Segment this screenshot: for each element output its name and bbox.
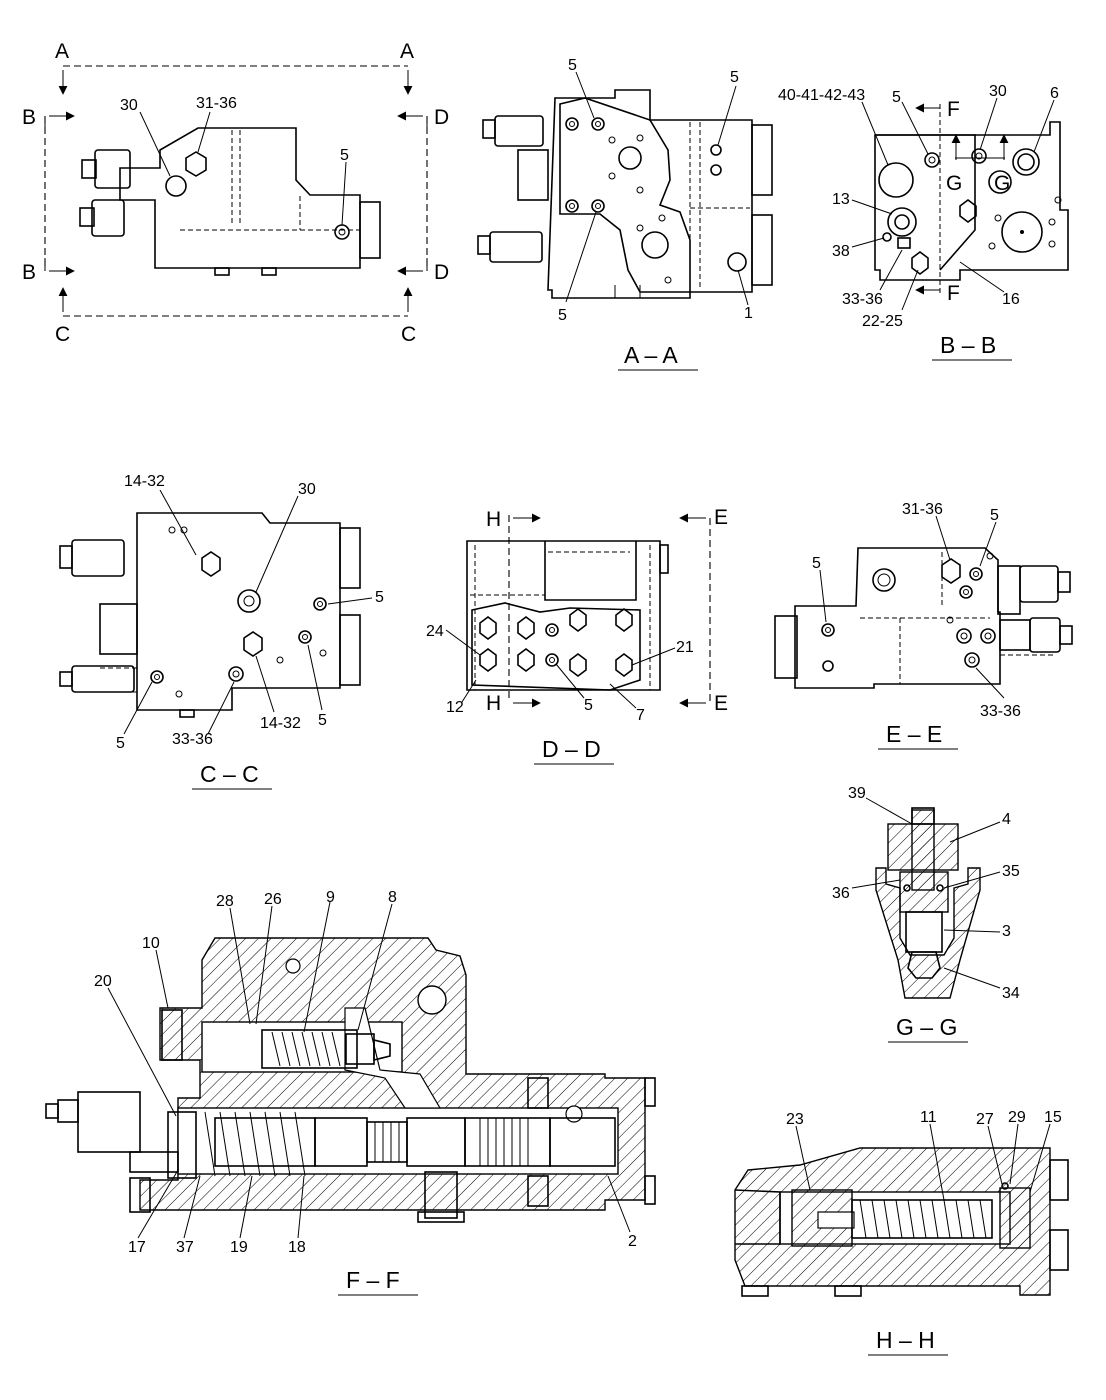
callout-5: 5 xyxy=(990,507,999,524)
callout-9: 9 xyxy=(326,889,335,906)
view-ee xyxy=(774,547,1073,689)
callout-31-36: 31-36 xyxy=(902,501,943,518)
callout-5: 5 xyxy=(318,712,327,729)
callout-12: 12 xyxy=(446,699,464,716)
callout-16: 16 xyxy=(1002,291,1020,308)
section-mark-f-top: F xyxy=(947,98,960,121)
section-mark-d-bottom: D xyxy=(434,261,449,284)
callout-4: 4 xyxy=(1002,811,1011,828)
section-mark-h-top: H xyxy=(486,508,501,531)
callout-30: 30 xyxy=(298,481,316,498)
section-mark-b-top: B xyxy=(22,106,36,129)
section-mark-g-right: G xyxy=(994,172,1010,195)
section-mark-e-top: E xyxy=(714,506,728,529)
callout-40-41-42-43: 40-41-42-43 xyxy=(778,87,865,104)
section-mark-h-bottom: H xyxy=(486,692,501,715)
callout-30: 30 xyxy=(120,97,138,114)
view-cc xyxy=(59,512,361,718)
view-ff-callouts: 10 28 26 9 8 20 17 37 19 18 2 F – F xyxy=(94,889,637,1296)
callout-5: 5 xyxy=(375,589,384,606)
view-title-hh: H – H xyxy=(876,1327,935,1353)
section-mark-b-bottom: B xyxy=(22,261,36,284)
callout-5: 5 xyxy=(730,69,739,86)
view-ff xyxy=(45,937,656,1223)
view-hh xyxy=(734,1147,1069,1297)
callout-5: 5 xyxy=(892,89,901,106)
callout-5: 5 xyxy=(558,307,567,324)
view-title-gg: G – G xyxy=(896,1014,957,1040)
callout-36: 36 xyxy=(832,885,850,902)
view-dd-labels: H H E E 24 12 5 7 21 D – D xyxy=(426,506,728,765)
callout-7: 7 xyxy=(636,707,645,724)
callout-5: 5 xyxy=(340,147,349,164)
overview-callouts: 30 31-36 5 xyxy=(120,95,349,226)
view-cc-callouts: 14-32 30 5 5 33-36 14-32 5 C – C xyxy=(116,473,384,790)
callout-1: 1 xyxy=(744,305,753,322)
callout-5: 5 xyxy=(812,555,821,572)
view-title-ff: F – F xyxy=(346,1267,400,1293)
callout-22-25: 22-25 xyxy=(862,313,903,330)
overview-view xyxy=(44,65,428,317)
callout-39: 39 xyxy=(848,785,866,802)
view-ee-callouts: 31-36 5 5 33-36 E – E xyxy=(812,501,1021,750)
callout-28: 28 xyxy=(216,893,234,910)
view-bb-labels: F F G G 40-41-42-43 5 30 6 13 38 33-36 2… xyxy=(778,83,1059,361)
view-gg-callouts: 39 4 36 35 3 34 G – G xyxy=(832,785,1020,1043)
callout-31-36: 31-36 xyxy=(196,95,237,112)
callout-14-32: 14-32 xyxy=(124,473,165,490)
view-title-ee: E – E xyxy=(886,721,942,747)
section-mark-c-right: C xyxy=(401,323,416,346)
callout-13: 13 xyxy=(832,191,850,208)
callout-17: 17 xyxy=(128,1239,146,1256)
callout-15: 15 xyxy=(1044,1109,1062,1126)
callout-20: 20 xyxy=(94,973,112,990)
section-mark-g-left: G xyxy=(946,172,962,195)
callout-19: 19 xyxy=(230,1239,248,1256)
callout-21: 21 xyxy=(676,639,694,656)
callout-10: 10 xyxy=(142,935,160,952)
view-title-dd: D – D xyxy=(542,736,601,762)
callout-29: 29 xyxy=(1008,1109,1026,1126)
callout-34: 34 xyxy=(1002,985,1020,1002)
callout-33-36: 33-36 xyxy=(842,291,883,308)
callout-30: 30 xyxy=(989,83,1007,100)
callout-35: 35 xyxy=(1002,863,1020,880)
view-title-aa: A – A xyxy=(624,342,678,368)
section-mark-d-top: D xyxy=(434,106,449,129)
callout-6: 6 xyxy=(1050,85,1059,102)
callout-27: 27 xyxy=(976,1111,994,1128)
callout-11: 11 xyxy=(920,1109,937,1126)
view-aa-callouts: 5 5 5 1 A – A xyxy=(558,57,753,371)
view-aa xyxy=(477,89,773,299)
view-gg xyxy=(875,807,981,999)
callout-5: 5 xyxy=(116,735,125,752)
view-title-cc: C – C xyxy=(200,761,259,787)
view-title-bb: B – B xyxy=(940,332,996,358)
callout-14-32: 14-32 xyxy=(260,715,301,732)
view-dd xyxy=(466,513,711,708)
callout-33-36: 33-36 xyxy=(172,731,213,748)
overview-section-marks: A A B B C C D D xyxy=(22,40,449,346)
callout-3: 3 xyxy=(1002,923,1011,940)
callout-18: 18 xyxy=(288,1239,306,1256)
callout-5: 5 xyxy=(584,697,593,714)
callout-8: 8 xyxy=(388,889,397,906)
callout-2: 2 xyxy=(628,1233,637,1250)
view-hh-callouts: 23 11 27 29 15 H – H xyxy=(786,1109,1062,1356)
section-mark-e-bottom: E xyxy=(714,692,728,715)
callout-33-36: 33-36 xyxy=(980,703,1021,720)
section-mark-a-right: A xyxy=(400,40,414,63)
section-mark-f-bottom: F xyxy=(947,282,960,305)
callout-5: 5 xyxy=(568,57,577,74)
view-bb xyxy=(874,103,1069,295)
callout-23: 23 xyxy=(786,1111,804,1128)
callout-26: 26 xyxy=(264,891,282,908)
section-mark-c-left: C xyxy=(55,323,70,346)
callout-24: 24 xyxy=(426,623,444,640)
callout-37: 37 xyxy=(176,1239,194,1256)
section-mark-a-left: A xyxy=(55,40,69,63)
callout-38: 38 xyxy=(832,243,850,260)
